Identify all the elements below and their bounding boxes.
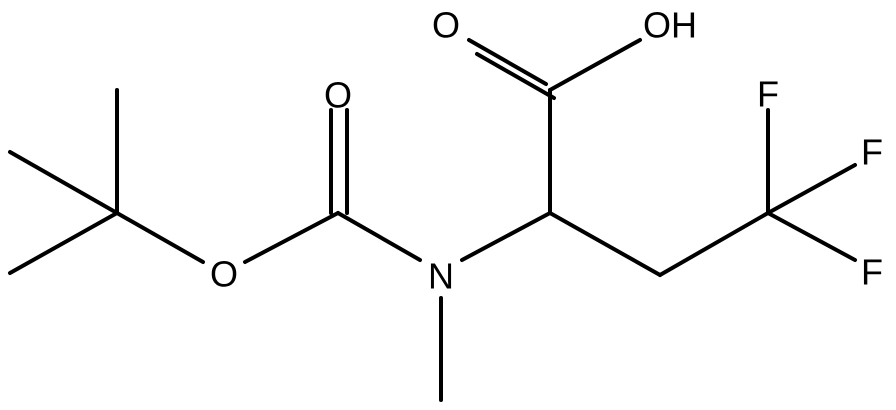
bond-alpha-c-to-ch2 — [548, 211, 662, 277]
atom-label-acid-carbonyl-o: O — [432, 5, 460, 46]
atom-label-amide-n: N — [428, 256, 454, 297]
bond-acid-carbonyl-double-1 — [467, 38, 548, 86]
bond-carbonyl-c-to-n — [336, 211, 422, 262]
bond-n-to-alpha-c — [460, 211, 552, 262]
bond-cf-right — [766, 163, 857, 215]
atom-label-boc-carbonyl-o: O — [324, 75, 352, 116]
bond-tbu-methyl-left-upper — [8, 150, 119, 215]
bond-acid-c-to-oh — [548, 38, 642, 92]
bond-tbu-methyl-left-lower — [8, 211, 119, 275]
bond-cf-lower — [766, 211, 857, 262]
bond-ester-o-to-carbonyl-c — [243, 211, 340, 264]
bond-tbu-to-ester-o — [115, 211, 205, 264]
atom-label-fluorine-lower: F — [861, 252, 883, 293]
atom-label-fluorine-top: F — [757, 74, 779, 115]
bond-ch2-to-cf3 — [658, 211, 770, 277]
bond-acid-carbonyl-double-2 — [475, 52, 556, 100]
atom-label-ester-o: O — [210, 254, 238, 295]
atom-label-fluorine-right: F — [861, 132, 883, 173]
atom-label-acid-oh: OH — [643, 5, 697, 46]
